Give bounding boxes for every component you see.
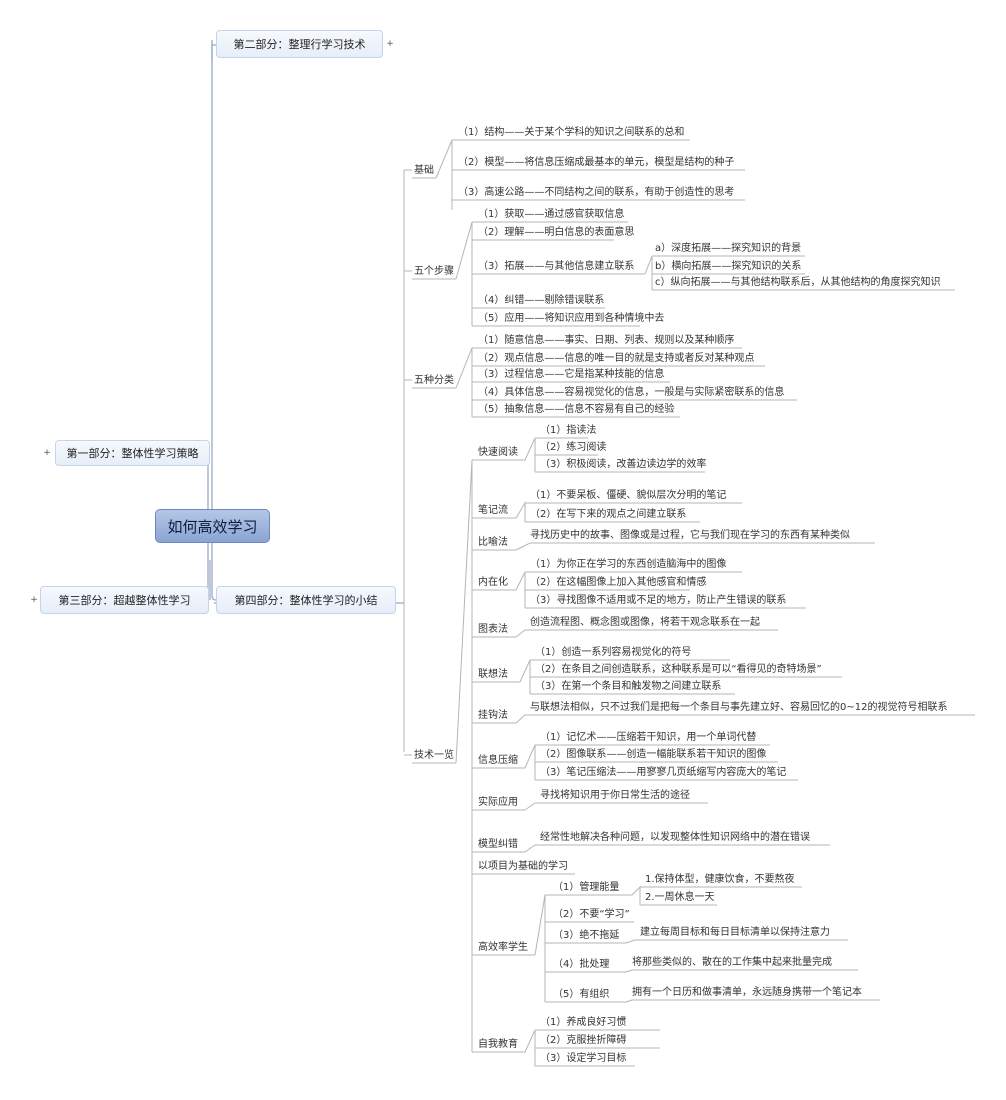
tech-internalize[interactable]: 内在化 [478,577,508,588]
step-item[interactable]: （2）理解——明白信息的表面意思 [478,227,635,238]
efficient-organize[interactable]: （5）有组织 [553,989,610,1000]
note-flow-item[interactable]: （2）在写下来的观点之间建立联系 [530,509,687,520]
extend-subitem[interactable]: c）纵向拓展——与其他结构联系后，从其他结构的角度探究知识 [655,277,941,288]
branch-part1[interactable]: 第一部分：整体性学习策略 [55,440,210,466]
efficient-no-delay[interactable]: （3）绝不拖延 [553,930,620,941]
compression-item[interactable]: （1）记忆术——压缩若干知识，用一个单词代替 [540,732,757,743]
tech-practical[interactable]: 实际应用 [478,797,518,808]
speed-reading-item[interactable]: （2）练习阅读 [540,442,607,453]
category-tech-overview[interactable]: 技术一览 [414,750,454,761]
tech-project-learning[interactable]: 以项目为基础的学习 [478,861,568,872]
compression-item[interactable]: （3）笔记压缩法——用寥寥几页纸缩写内容庞大的笔记 [540,767,787,778]
step-item[interactable]: （1）获取——通过感官获取信息 [478,209,625,220]
metaphor-text[interactable]: 寻找历史中的故事、图像或是过程，它与我们现在学习的东西有某种类似 [530,530,850,541]
basics-item[interactable]: （3）高速公路——不同结构之间的联系，有助于创造性的思考 [458,187,735,198]
association-item[interactable]: （3）在第一个条目和触发物之间建立联系 [535,681,722,692]
peg-text[interactable]: 与联想法相似，只不过我们是把每一个条目与事先建立好、容易回忆的0~12的视觉符号… [530,702,948,713]
efficient-energy[interactable]: （1）管理能量 [553,882,620,893]
self-edu-item[interactable]: （3）设定学习目标 [540,1053,627,1064]
expand-icon[interactable]: + [43,448,51,458]
expand-icon[interactable]: + [30,595,38,605]
association-item[interactable]: （1）创造一系列容易视觉化的符号 [535,647,692,658]
tech-peg[interactable]: 挂钩法 [478,710,508,721]
note-flow-item[interactable]: （1）不要呆板、僵硬、貌似层次分明的笔记 [530,490,727,501]
model-debug-text[interactable]: 经常性地解决各种问题，以发现整体性知识网络中的潜在错误 [540,832,810,843]
class-item[interactable]: （1）随意信息——事实、日期、列表、规则以及某种顺序 [478,335,735,346]
diagram-text[interactable]: 创造流程图、概念图或图像，将若干观念联系在一起 [530,617,760,628]
class-item[interactable]: （5）抽象信息——信息不容易有自己的经验 [478,404,675,415]
tech-speed-reading[interactable]: 快速阅读 [478,447,518,458]
practical-text[interactable]: 寻找将知识用于你日常生活的途径 [540,790,690,801]
basics-item[interactable]: （1）结构——关于某个学科的知识之间联系的总和 [458,127,685,138]
efficient-no-study[interactable]: （2）不要“学习” [553,909,630,920]
step-item[interactable]: （5）应用——将知识应用到各种情境中去 [478,313,665,324]
extend-subitem[interactable]: b）横向拓展——探究知识的关系 [655,261,802,272]
tech-efficient-student[interactable]: 高效率学生 [478,942,528,953]
step-item[interactable]: （3）拓展——与其他信息建立联系 [478,261,635,272]
speed-reading-item[interactable]: （3）积极阅读，改善边读边学的效率 [540,459,707,470]
step-item[interactable]: （4）纠错——剔除错误联系 [478,295,605,306]
basics-item[interactable]: （2）模型——将信息压缩成最基本的单元，模型是结构的种子 [458,157,735,168]
root-topic[interactable]: 如何高效学习 [155,509,270,543]
internalize-item[interactable]: （2）在这幅图像上加入其他感官和情感 [530,577,707,588]
batch-text[interactable]: 将那些类似的、散在的工作集中起来批量完成 [632,957,832,968]
tech-model-debug[interactable]: 模型纠错 [478,839,518,850]
association-item[interactable]: （2）在条目之间创造联系，这种联系是可以“看得见的奇特场景” [535,664,822,675]
category-five-steps[interactable]: 五个步骤 [414,266,454,277]
tech-self-education[interactable]: 自我教育 [478,1039,518,1050]
tech-note-flow[interactable]: 笔记流 [478,505,508,516]
internalize-item[interactable]: （1）为你正在学习的东西创造脑海中的图像 [530,559,727,570]
tech-diagram[interactable]: 图表法 [478,624,508,635]
self-edu-item[interactable]: （1）养成良好习惯 [540,1017,627,1028]
organize-text[interactable]: 拥有一个日历和做事清单，永远随身携带一个笔记本 [632,987,862,998]
category-five-classes[interactable]: 五种分类 [414,375,454,386]
energy-item[interactable]: 1.保持体型，健康饮食，不要熬夜 [645,874,795,885]
self-edu-item[interactable]: （2）克服挫折障碍 [540,1035,627,1046]
expand-icon[interactable]: + [386,39,394,49]
extend-subitem[interactable]: a）深度拓展——探究知识的背景 [655,243,802,254]
compression-item[interactable]: （2）图像联系——创造一幅能联系若干知识的图像 [540,749,767,760]
tech-compression[interactable]: 信息压缩 [478,755,518,766]
branch-part4[interactable]: 第四部分：整体性学习的小结 [216,586,396,614]
category-basics[interactable]: 基础 [414,165,434,176]
tech-association[interactable]: 联想法 [478,669,508,680]
internalize-item[interactable]: （3）寻找图像不适用或不足的地方，防止产生错误的联系 [530,595,787,606]
class-item[interactable]: （2）观点信息——信息的唯一目的就是支持或者反对某种观点 [478,353,755,364]
branch-part2[interactable]: 第二部分：整理行学习技术 [216,30,383,58]
speed-reading-item[interactable]: （1）指读法 [540,425,597,436]
class-item[interactable]: （3）过程信息——它是指某种技能的信息 [478,369,665,380]
energy-item[interactable]: 2.一周休息一天 [645,892,715,903]
efficient-batch[interactable]: （4）批处理 [553,959,610,970]
no-delay-text[interactable]: 建立每周目标和每日目标清单以保持注意力 [640,927,830,938]
class-item[interactable]: （4）具体信息——容易视觉化的信息，一般是与实际紧密联系的信息 [478,387,785,398]
branch-part3[interactable]: 第三部分：超越整体性学习 [40,586,209,614]
tech-metaphor[interactable]: 比喻法 [478,537,508,548]
